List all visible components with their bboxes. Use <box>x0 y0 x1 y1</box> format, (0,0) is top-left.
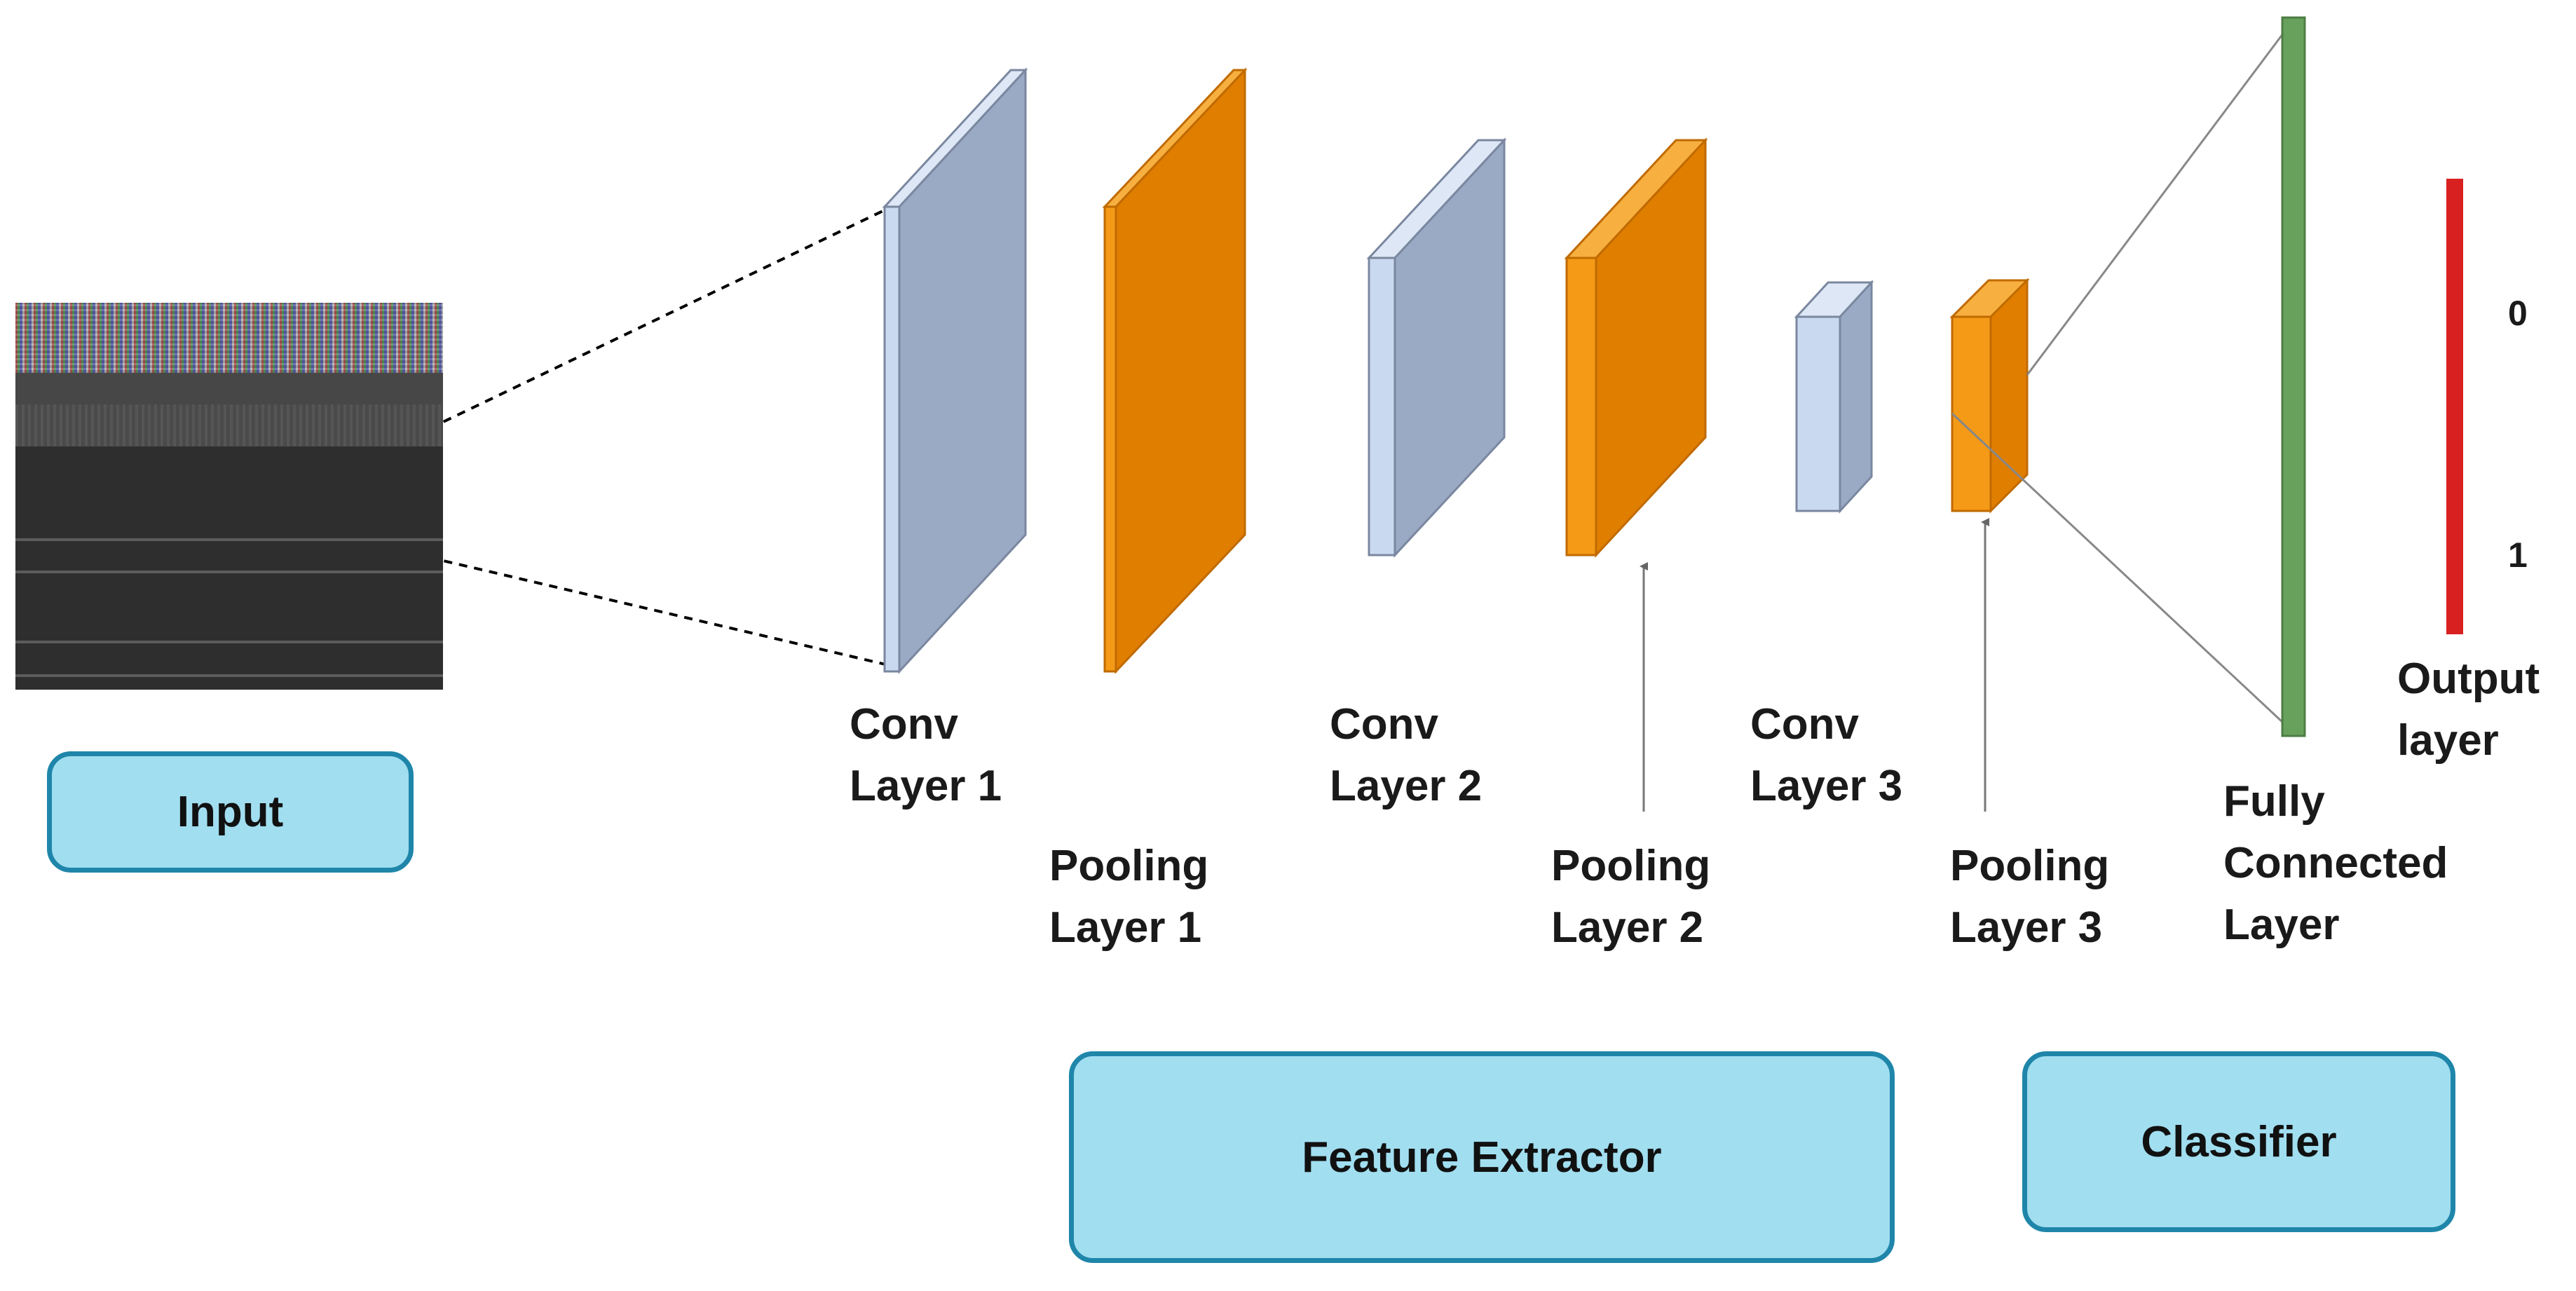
conv-layer-2-block <box>1366 137 1507 558</box>
conv-layer-1-block <box>882 67 1028 674</box>
pooling-layer-3-block <box>1949 278 2030 514</box>
feature-extractor-label: Feature Extractor <box>1302 1133 1662 1182</box>
feature-extractor-box: Feature Extractor <box>1069 1051 1895 1263</box>
input-stripe <box>15 571 443 573</box>
input-noise-strip <box>15 303 443 373</box>
conv-layer-3-block <box>1794 280 1874 514</box>
classifier-label: Classifier <box>2141 1117 2337 1166</box>
input-band <box>15 404 443 446</box>
pooling-layer-1-block <box>1102 67 1248 674</box>
input-box-label: Input <box>177 788 284 836</box>
input-stripe <box>15 674 443 677</box>
output-bar <box>2446 179 2463 634</box>
input-box: Input <box>47 751 414 873</box>
classifier-box: Classifier <box>2022 1051 2455 1232</box>
input-band <box>15 373 443 404</box>
fully-connected-bar <box>2281 16 2306 737</box>
fc-connection-top <box>2026 19 2295 376</box>
projection-line-top <box>248 205 892 517</box>
pooling-layer-2-block <box>1564 137 1708 558</box>
output-tick-0: 0 <box>2508 294 2528 333</box>
fc-connection-bottom <box>1951 412 2295 734</box>
input-stripe <box>15 641 443 643</box>
input-stripe <box>15 538 443 541</box>
output-tick-1: 1 <box>2508 535 2528 575</box>
input-image <box>15 303 443 690</box>
